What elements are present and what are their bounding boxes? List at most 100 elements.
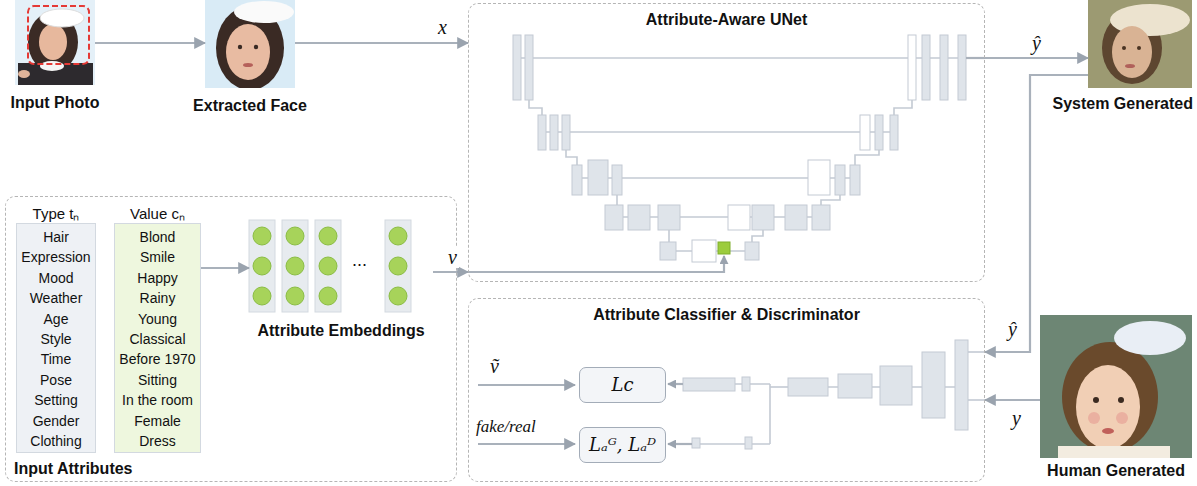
picture-part: [39, 24, 67, 60]
layer-block: [922, 352, 945, 418]
network-wire: [855, 150, 879, 165]
edge-label: x: [436, 16, 449, 38]
attribute-item: Style: [40, 330, 71, 348]
embedding-dot: [253, 257, 271, 275]
embedding-dot: [253, 287, 271, 305]
layer-block: [692, 438, 700, 448]
image-caption: Human Generated: [1047, 461, 1185, 480]
layer-block: [940, 35, 948, 100]
module-title: Attribute-Aware UNet: [646, 10, 808, 29]
picture-part: [1058, 446, 1170, 458]
layer-block: [513, 35, 521, 100]
signal-arrow: [668, 443, 692, 445]
attribute-item: Dress: [139, 432, 176, 450]
image-caption: System Generated: [1052, 94, 1193, 113]
picture-part: [1118, 397, 1124, 403]
layer-block: [838, 374, 872, 398]
network-wire: [752, 230, 763, 242]
attribute-item: In the room: [122, 391, 193, 409]
attribute-column: Type tₙHairExpressionMoodWeatherAgeStyle…: [16, 223, 96, 453]
flow-arrow: [295, 42, 468, 44]
attribute-item: Setting: [34, 391, 78, 409]
attribute-item: Age: [44, 310, 69, 328]
layer-block: [660, 242, 676, 260]
layer-block: [752, 205, 774, 230]
embedding-column: [282, 220, 308, 312]
column-header: Value cₙ: [130, 205, 185, 223]
flow-arrow: [985, 399, 1040, 401]
image-panel: Input Photo: [15, 0, 95, 85]
layer-block: [860, 115, 870, 150]
flow-arrow: [985, 57, 1088, 59]
loss-box: Lₐᴳ, Lₐᴰ: [579, 427, 666, 463]
embedding-dot: [319, 287, 337, 305]
layer-block: [612, 165, 622, 195]
attribute-item: Pose: [40, 371, 72, 389]
embedding-dot: [319, 227, 337, 245]
layer-block: [572, 165, 582, 195]
network-wire: [668, 230, 670, 242]
layer-block: [875, 115, 883, 150]
network-wire: [692, 443, 770, 445]
picture-part: [1114, 321, 1186, 355]
image-panel: Human Generated: [1040, 315, 1192, 458]
layer-block: [880, 366, 912, 405]
attribute-item: Happy: [137, 269, 177, 287]
flow-arrow: [985, 75, 1088, 352]
layer-block: [808, 160, 830, 195]
module-region: Attribute-Aware UNet: [468, 3, 985, 282]
image-panel: System Generated: [1088, 0, 1192, 88]
layer-block: [742, 377, 750, 391]
layer-block: [728, 205, 750, 230]
network-wire: [821, 195, 840, 205]
attribute-item: Blond: [140, 228, 176, 246]
signal-arrow: [668, 383, 683, 385]
layer-block: [538, 115, 546, 150]
embedding-dot: [389, 227, 407, 245]
layer-block: [550, 115, 558, 150]
picture-part: [1116, 412, 1128, 424]
layer-block: [835, 165, 845, 195]
attribute-item: Weather: [30, 289, 83, 307]
picture-part: [1122, 46, 1126, 50]
attribute-item: Hair: [43, 228, 69, 246]
picture-part: [1137, 46, 1141, 50]
embedding-dot: [389, 257, 407, 275]
network-wire: [529, 100, 542, 115]
picture-part: [243, 63, 253, 67]
attribute-column: Value cₙBlondSmileHappyRainyYoungClassic…: [114, 223, 201, 453]
picture-part: [238, 45, 242, 49]
attribute-item: Young: [138, 310, 177, 328]
layer-block: [718, 242, 730, 254]
picture-part: [254, 45, 258, 49]
layer-block: [955, 340, 968, 430]
ellipsis-mark: ...: [352, 250, 367, 270]
picture-part: [40, 61, 64, 71]
layer-block: [908, 35, 916, 100]
system-generated-image: [1088, 0, 1192, 88]
picture-part: [40, 9, 84, 27]
network-wire: [770, 386, 788, 388]
loss-label: Lₐᴳ, Lₐᴰ: [589, 434, 656, 456]
picture-part: [28, 6, 89, 64]
attribute-item: Smile: [140, 248, 175, 266]
layer-block: [628, 205, 650, 230]
layer-block: [605, 205, 623, 230]
attribute-item: Mood: [38, 269, 73, 287]
attribute-item: Gender: [33, 412, 80, 430]
attribute-item: Expression: [21, 248, 90, 266]
module-region: Input AttributesType tₙHairExpressionMoo…: [5, 196, 457, 482]
layer-block: [958, 35, 966, 100]
image-caption: Extracted Face: [193, 96, 307, 115]
embedding-dot: [319, 257, 337, 275]
layer-block: [890, 115, 898, 150]
extracted-face-image: [205, 0, 295, 88]
layer-block: [745, 437, 752, 449]
layer-block: [683, 378, 735, 391]
edge-label: y: [1010, 407, 1023, 429]
attribute-item: Before 1970: [119, 350, 195, 368]
embedding-dot: [286, 287, 304, 305]
flow-arrow: [95, 42, 205, 44]
picture-part: [234, 1, 294, 23]
